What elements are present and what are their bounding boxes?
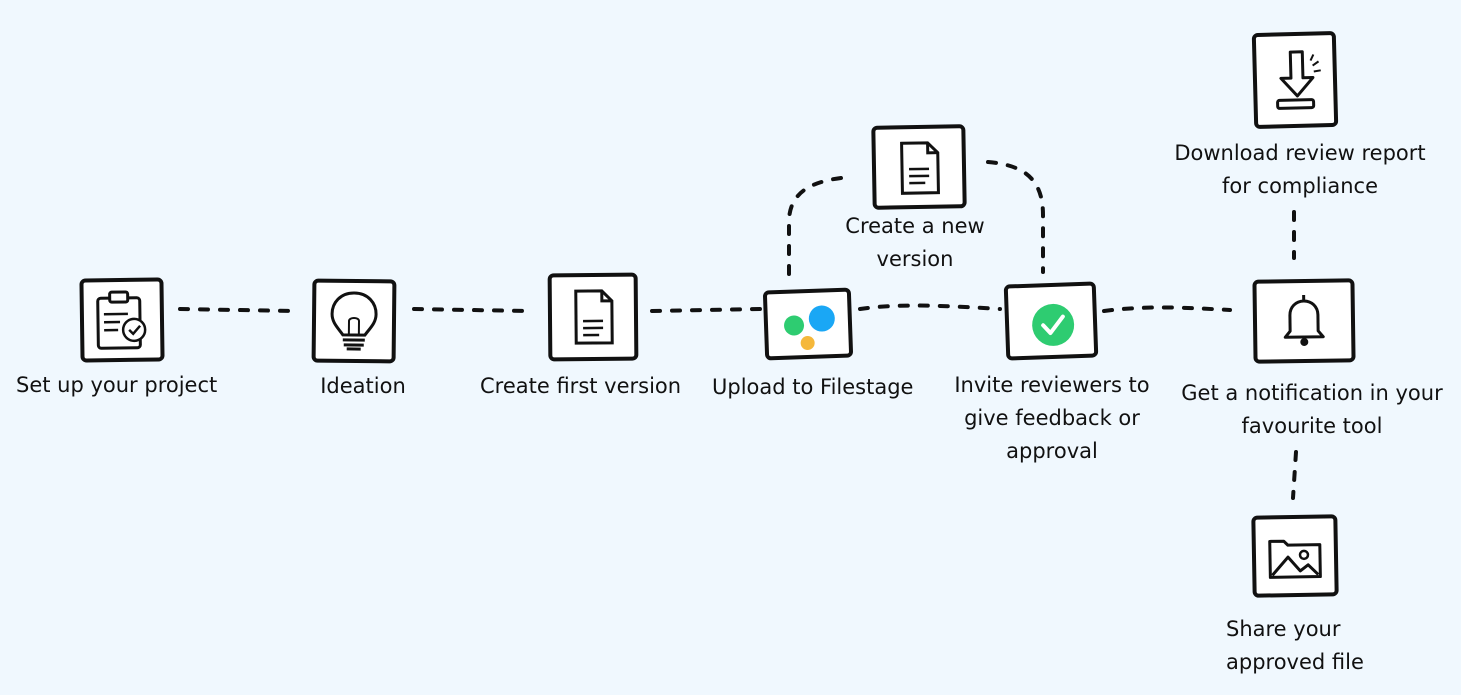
connector-setup-ideation	[178, 307, 297, 313]
step-notification-label: Get a notification in your favourite too…	[1177, 377, 1447, 443]
step-notification-label-line2: favourite tool	[1241, 414, 1383, 438]
step-invite-card	[1003, 281, 1099, 361]
step-ideation-card	[311, 278, 397, 364]
step-download-label-line2: for compliance	[1221, 174, 1379, 198]
connector-upload-new-version	[787, 175, 852, 276]
step-ideation-label-text: Ideation	[320, 374, 406, 398]
connector-first-version-upload	[650, 307, 762, 313]
step-invite-label: Invite reviewers to give feedback or app…	[950, 369, 1154, 468]
step-new-version-label: Create a new version	[835, 210, 995, 276]
step-share-card	[1251, 514, 1339, 598]
step-download-label: Download review report for compliance	[1165, 137, 1435, 203]
filestage-logo-icon	[784, 305, 835, 351]
document-icon	[574, 289, 614, 345]
step-invite-label-line2: give feedback or	[964, 406, 1140, 430]
connector-ideation-first-version	[412, 307, 530, 313]
step-share-label: Share your approved file	[1226, 613, 1376, 679]
step-share-label-line1: Share your	[1226, 617, 1341, 641]
step-setup-label: Set up your project	[16, 369, 218, 402]
step-share-label-line2: approved file	[1226, 650, 1364, 674]
step-first-version-card	[547, 272, 639, 362]
bell-icon	[1283, 294, 1325, 346]
document-icon	[900, 141, 940, 195]
connector-new-version-invite	[986, 160, 1045, 274]
step-ideation-label: Ideation	[300, 370, 426, 403]
step-notification-label-line1: Get a notification in your	[1181, 381, 1443, 405]
step-first-version-label: Create first version	[480, 370, 682, 403]
step-invite-label-line1: Invite reviewers to	[954, 373, 1150, 397]
step-setup-card	[79, 277, 165, 363]
connector-invite-notification	[1102, 305, 1232, 313]
check-circle-icon	[1032, 303, 1075, 346]
step-upload-label: Upload to Filestage	[712, 371, 914, 404]
step-notification-card	[1252, 278, 1356, 364]
clipboard-check-icon	[96, 290, 147, 350]
image-folder-icon	[1268, 539, 1322, 579]
download-icon	[1276, 50, 1321, 110]
step-new-version-label-line2: version	[876, 247, 954, 271]
step-download-label-line1: Download review report	[1174, 141, 1426, 165]
step-upload-card	[762, 287, 854, 361]
lightbulb-icon	[330, 291, 378, 351]
step-invite-label-line3: approval	[1006, 439, 1098, 463]
step-download-card	[1251, 30, 1339, 130]
connector-notification-share	[1291, 450, 1298, 500]
step-first-version-label-text: Create first version	[480, 374, 682, 398]
step-upload-label-text: Upload to Filestage	[712, 375, 914, 399]
step-setup-label-text: Set up your project	[16, 373, 218, 397]
step-new-version-card	[871, 124, 967, 210]
connector-upload-invite	[858, 303, 1002, 311]
step-new-version-label-line1: Create a new	[845, 214, 985, 238]
